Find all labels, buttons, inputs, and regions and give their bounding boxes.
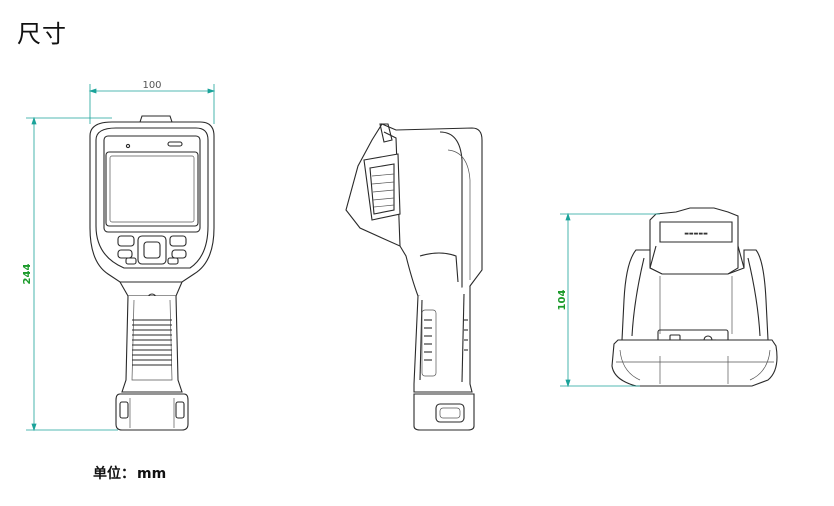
depth-dimension xyxy=(560,212,660,388)
side-view xyxy=(345,123,483,431)
width-dimension xyxy=(88,84,216,124)
front-view xyxy=(89,115,215,431)
back-view: ▬▬▬▬▬ xyxy=(611,207,778,387)
height-dimension xyxy=(26,116,118,432)
width-dimension-label: 100 xyxy=(142,80,161,91)
unit-label: 单位： xyxy=(93,466,135,482)
page-title: 尺寸 xyxy=(17,20,67,48)
unit-note: 单位：mm xyxy=(93,463,166,483)
logo-icon: ▬▬▬▬▬ xyxy=(684,231,708,237)
height-dimension-label: 244 xyxy=(22,264,33,285)
unit-value: mm xyxy=(137,466,167,482)
depth-dimension-label: 104 xyxy=(557,290,568,311)
